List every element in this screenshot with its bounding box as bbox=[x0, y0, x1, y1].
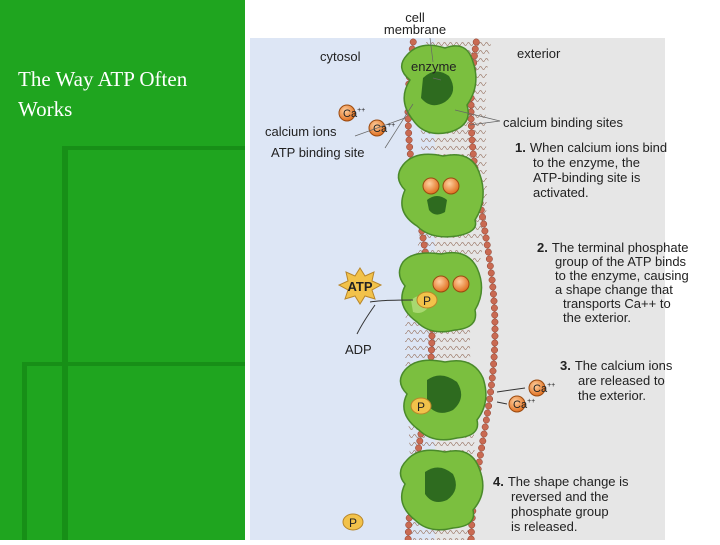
calcium-binding-sites-label: calcium binding sites bbox=[503, 115, 623, 130]
svg-text:Ca++: Ca++ bbox=[343, 107, 365, 120]
adp-label: ADP bbox=[345, 342, 372, 357]
svg-text:a shape change that: a shape change that bbox=[555, 282, 673, 297]
decorative-stripe-vertical bbox=[22, 362, 27, 540]
calcium-ion-cytosol-1: Ca++ bbox=[338, 104, 365, 122]
enzyme-stage-4 bbox=[399, 449, 484, 531]
svg-text:is released.: is released. bbox=[511, 519, 577, 534]
svg-text:ATP-binding site is: ATP-binding site is bbox=[533, 170, 641, 185]
calcium-ion-exterior-2: Ca++ bbox=[508, 395, 535, 413]
decorative-stripe-horizontal bbox=[62, 146, 245, 150]
enzyme-stage-0 bbox=[401, 44, 477, 135]
svg-text:group of the ATP binds: group of the ATP binds bbox=[555, 254, 687, 269]
svg-text:activated.: activated. bbox=[533, 185, 589, 200]
slide-title: The Way ATP Often Works bbox=[18, 64, 238, 124]
svg-text:Ca++: Ca++ bbox=[373, 122, 395, 135]
calcium-ions-label: calcium ions bbox=[265, 124, 337, 139]
calcium-ion bbox=[422, 177, 440, 195]
svg-text:to the enzyme, causing: to the enzyme, causing bbox=[555, 268, 689, 283]
exterior-label: exterior bbox=[517, 46, 561, 61]
leader-lines bbox=[354, 37, 501, 149]
svg-text:the exterior.: the exterior. bbox=[578, 388, 646, 403]
decorative-stripe-horizontal bbox=[22, 362, 245, 366]
step-1-text: 1.When calcium ions bind to the enzyme, … bbox=[515, 140, 667, 200]
step-4-text: 4.The shape change is reversed and the p… bbox=[493, 474, 629, 534]
step-3-text: 3.The calcium ions are released to the e… bbox=[560, 358, 673, 403]
svg-text:are released to: are released to bbox=[578, 373, 665, 388]
slide-title-line-1: The Way ATP Often bbox=[18, 67, 188, 91]
cell-membrane-label-line-2: membrane bbox=[384, 22, 446, 37]
calcium-ion bbox=[442, 177, 460, 195]
svg-text:phosphate group: phosphate group bbox=[511, 504, 609, 519]
svg-text:Ca++: Ca++ bbox=[533, 382, 555, 395]
svg-text:2.The terminal phosphate: 2.The terminal phosphate bbox=[537, 240, 688, 255]
calcium-ion bbox=[432, 275, 450, 293]
enzyme-label: enzyme bbox=[411, 59, 457, 74]
enzyme-stage-3 bbox=[399, 359, 487, 441]
cytosol-label: cytosol bbox=[320, 49, 361, 64]
svg-text:P: P bbox=[349, 516, 357, 530]
phosphate-stage-3: P bbox=[410, 397, 432, 415]
slide-title-line-2: Works bbox=[18, 97, 73, 121]
calcium-ion-exterior-1: Ca++ bbox=[528, 379, 555, 397]
decorative-stripe-vertical bbox=[62, 146, 68, 540]
svg-text:1.When calcium ions bind: 1.When calcium ions bind bbox=[515, 140, 667, 155]
step-2-text: 2.The terminal phosphate group of the AT… bbox=[537, 240, 689, 325]
atp-label: ATP bbox=[347, 279, 372, 294]
atp-binding-site-label: ATP binding site bbox=[271, 145, 364, 160]
svg-text:reversed and the: reversed and the bbox=[511, 489, 609, 504]
atp-calcium-pump-figure: Ca++ Ca++ Ca++ Ca++ ATP P P P bbox=[245, 0, 720, 543]
phosphate-stage-2: P bbox=[416, 291, 438, 309]
svg-text:the exterior.: the exterior. bbox=[563, 310, 631, 325]
calcium-ion bbox=[452, 275, 470, 293]
svg-text:P: P bbox=[423, 294, 431, 308]
atp-molecule: ATP bbox=[337, 267, 383, 305]
svg-text:3.The calcium ions: 3.The calcium ions bbox=[560, 358, 673, 373]
svg-text:P: P bbox=[417, 400, 425, 414]
svg-text:to the enzyme, the: to the enzyme, the bbox=[533, 155, 640, 170]
svg-text:Ca++: Ca++ bbox=[513, 398, 535, 411]
diagram-arrows bbox=[356, 299, 526, 405]
phosphate-released: P bbox=[342, 513, 364, 531]
cell-membrane-label-line-1: cell bbox=[405, 10, 425, 25]
membrane-diagram: Ca++ Ca++ Ca++ Ca++ ATP P P P bbox=[250, 10, 689, 543]
enzyme-stage-1 bbox=[397, 153, 484, 238]
svg-text:4.The shape change is: 4.The shape change is bbox=[493, 474, 629, 489]
slide-left-panel: The Way ATP Often Works bbox=[0, 0, 245, 540]
svg-text:transports Ca++ to: transports Ca++ to bbox=[563, 296, 671, 311]
